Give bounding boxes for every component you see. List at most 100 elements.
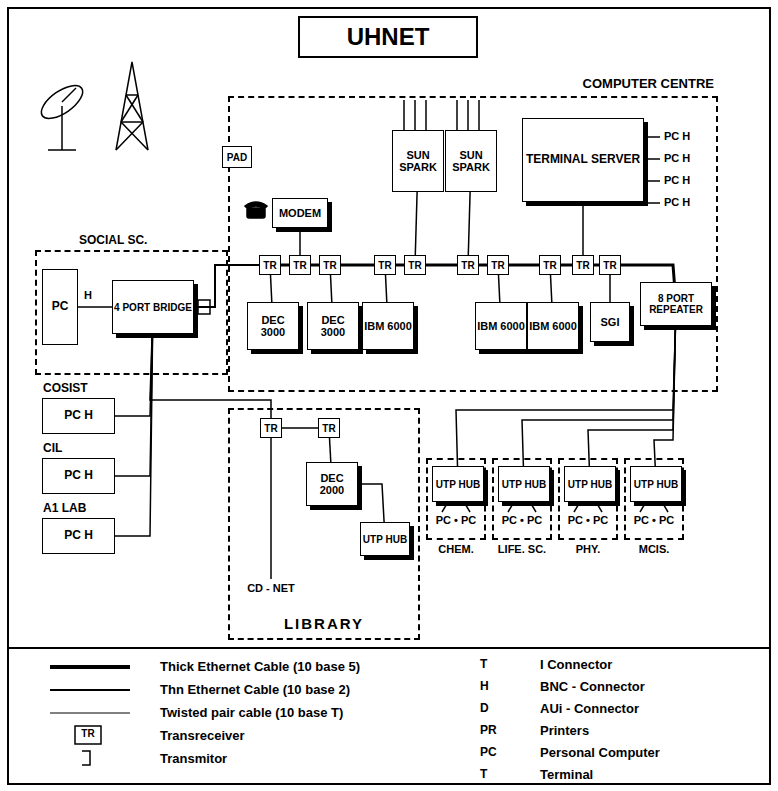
device-label: MODEM [279,207,321,219]
device-box: PAD [222,146,252,168]
plain-label: PC H [664,152,690,165]
cable-connector [499,275,500,302]
device-box: UTP HUB [630,466,682,502]
plain-label: PC • PC [426,514,486,527]
cable-connector [396,264,404,267]
device-box: UTP HUB [564,466,616,502]
device-label: PC H [64,529,93,542]
diagram-title: UHNET [298,16,478,58]
device-label: SUN SPARK [446,149,496,173]
legend-text: Personal Computer [540,745,660,761]
legend-text: AUi - Connector [540,701,639,717]
site-region: MCIS.UTP HUB [624,458,684,540]
cable-connector [509,264,539,267]
cable-connector [281,264,289,267]
legend-symbol: T [480,767,487,781]
cable-connector [426,264,457,267]
telephone-icon [245,202,267,218]
device-label: IBM 6000 [364,320,412,332]
site-region: COMPUTER CENTREPADMODEMSUN SPARKSUN SPAR… [228,96,718,392]
device-box: SGI [590,302,630,342]
device-label: PC [52,300,69,313]
cable-connector [621,265,674,282]
device-label: 4 PORT BRIDGE [114,302,192,313]
terminal-lines [644,137,660,203]
transceiver-box: TR [599,255,621,275]
region-heading: COSIST [43,382,88,395]
page-frame [8,8,770,784]
legend-text: BNC - Connector [540,679,645,695]
legend-text: Terminal [540,767,593,783]
cable-connector [330,438,331,462]
legend-text: Thn Ethernet Cable (10 base 2) [160,682,350,698]
device-label: DEC 3000 [248,314,298,338]
legend-text: Twisted pair cable (10 base T) [160,705,343,721]
device-label: TR [461,260,474,271]
cable-connector [341,264,374,267]
cable-connector [561,264,572,267]
plain-label: PC H [664,196,690,209]
device-box: PC [42,269,78,345]
cable-connector [271,275,272,302]
device-label: IBM 6000 [477,320,525,332]
device-label: TR [491,260,504,271]
lab-box: A1 LABPC H [42,518,115,554]
transceiver-box: TR [539,255,561,275]
cable-connector [358,484,384,522]
cable-connector [654,326,676,466]
transceiver-box: TR [457,255,479,275]
transceiver-box: TR [319,255,341,275]
transceiver-box: TR [404,255,426,275]
site-region: PHY.UTP HUB [558,458,618,540]
device-label: TR [378,260,391,271]
legend-symbol: TR [75,728,101,740]
cable-connector [588,326,676,466]
device-label: UTP HUB [502,479,546,490]
region-heading: CIL [43,442,62,455]
cable-connector [479,264,487,267]
cable-connector [468,192,470,255]
region-heading: CHEM. [436,543,475,555]
device-label: DEC 3000 [308,314,358,338]
device-box: 4 PORT BRIDGE [112,280,194,334]
cable-connector [115,334,152,416]
device-label: 8 PORT REPEATER [641,293,711,315]
cable-connector [311,264,319,267]
legend-symbol: D [480,701,489,715]
device-box: UTP HUB [432,466,484,502]
radio-tower [116,62,148,150]
device-label: UTP HUB [634,479,678,490]
satellite-dish [36,79,88,150]
region-heading: SOCIAL SC. [77,233,149,247]
legend-symbol: H [480,679,489,693]
region-heading: LIFE. SC. [496,543,548,555]
cable-connector [551,275,552,302]
legend-symbol: PR [480,723,497,737]
site-region: LIBRARYTRTRDEC 2000UTP HUB [228,408,420,640]
lab-box: CILPC H [42,458,115,494]
device-label: TR [576,260,589,271]
legend-samples [50,667,130,765]
region-heading: MCIS. [637,543,672,555]
legend-text: Transreceiver [160,728,245,744]
device-box: TERMINAL SERVER [522,118,644,202]
device-box: UTP HUB [498,466,550,502]
device-label: TR [293,260,306,271]
legend-text: I Connector [540,657,612,673]
cable-connector [115,334,153,476]
site-region: CHEM.UTP HUB [426,458,486,540]
device-label: UTP HUB [568,479,612,490]
device-label: DEC 2000 [307,472,357,496]
plain-label: PC H [664,130,690,143]
device-label: TR [543,260,556,271]
cable-connector [386,275,387,302]
cable-connector [78,306,112,308]
site-region: LIFE. SC.UTP HUB [492,458,552,540]
hub-pc-lines [442,502,668,512]
transceiver-box: TR [289,255,311,275]
device-label: SUN SPARK [393,149,443,173]
device-label: TR [603,260,616,271]
legend-text: Transmitor [160,751,227,767]
device-label: TERMINAL SERVER [526,153,640,166]
